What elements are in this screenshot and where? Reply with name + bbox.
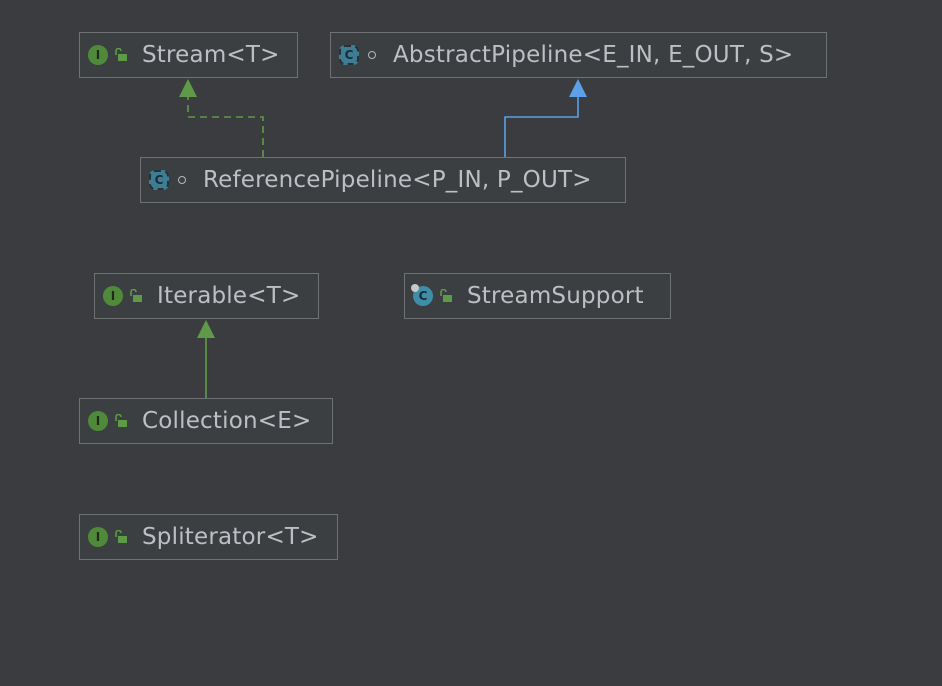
edge-extends-abstract-pipeline	[504, 96, 579, 157]
node-label: AbstractPipeline<E_IN, E_OUT, S>	[393, 42, 794, 68]
interface-icon: I	[88, 527, 108, 547]
node-collection[interactable]: I Collection<E>	[79, 398, 333, 444]
arrowhead-implements-stream	[179, 79, 197, 97]
interface-icon: I	[88, 411, 108, 431]
node-iterable[interactable]: I Iterable<T>	[94, 273, 319, 319]
public-unlock-icon	[114, 48, 128, 62]
public-unlock-icon	[114, 414, 128, 428]
public-unlock-icon	[114, 530, 128, 544]
package-private-icon	[175, 173, 189, 187]
abstract-class-icon: C	[149, 170, 169, 190]
node-label: ReferencePipeline<P_IN, P_OUT>	[203, 167, 592, 193]
node-label: Stream<T>	[142, 42, 280, 68]
package-private-icon	[365, 48, 379, 62]
node-label: StreamSupport	[467, 283, 644, 309]
arrowhead-extends-iterable	[197, 320, 215, 338]
node-label: Collection<E>	[142, 408, 312, 434]
node-spliterator[interactable]: I Spliterator<T>	[79, 514, 338, 560]
interface-icon: I	[103, 286, 123, 306]
node-label: Spliterator<T>	[142, 524, 319, 550]
node-label: Iterable<T>	[157, 283, 301, 309]
edge-implements-stream	[187, 96, 264, 157]
node-reference-pipeline[interactable]: C ReferencePipeline<P_IN, P_OUT>	[140, 157, 626, 203]
arrowhead-extends-abstract-pipeline	[569, 79, 587, 97]
public-unlock-icon	[129, 289, 143, 303]
node-abstract-pipeline[interactable]: C AbstractPipeline<E_IN, E_OUT, S>	[330, 32, 827, 78]
abstract-class-icon: C	[339, 45, 359, 65]
node-stream-support[interactable]: C StreamSupport	[404, 273, 671, 319]
public-unlock-icon	[439, 289, 453, 303]
final-class-icon: C	[411, 284, 433, 306]
interface-icon: I	[88, 45, 108, 65]
node-stream[interactable]: I Stream<T>	[79, 32, 298, 78]
final-marker-icon	[411, 284, 419, 292]
